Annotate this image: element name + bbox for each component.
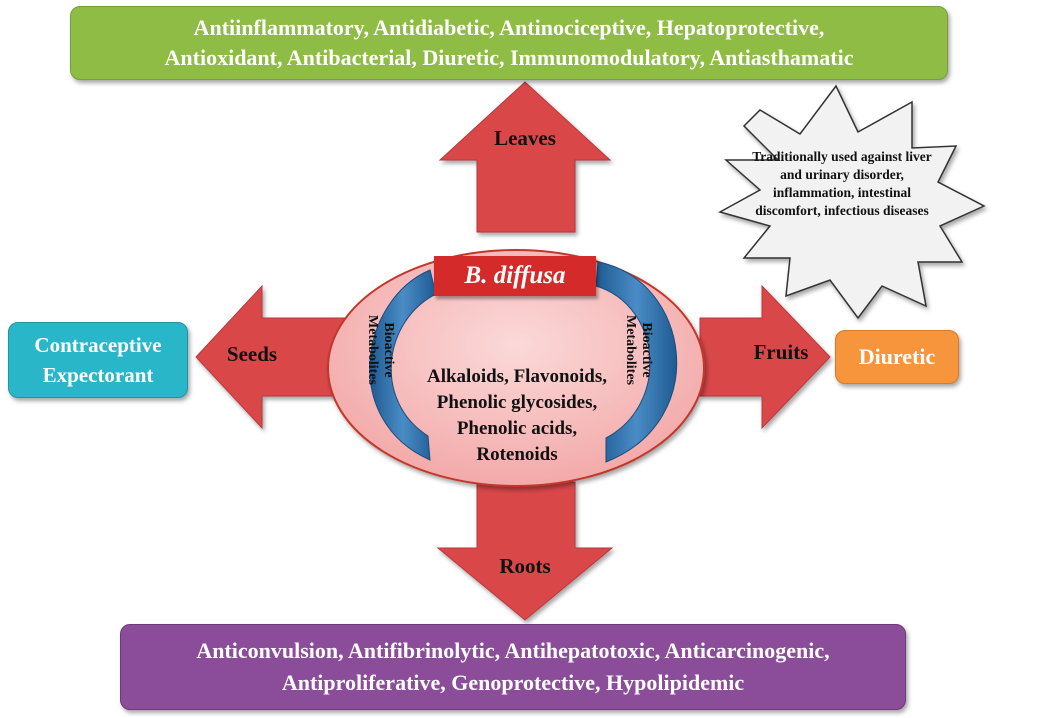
metabolite-line: Alkaloids, Flavonoids, [426,366,608,387]
arrow-label-seeds: Seeds [226,342,278,366]
seeds-activities-line1: Contraceptive [34,333,162,357]
roots-activities-box: Anticonvulsion, Antifibrinolytic, Antihe… [120,624,906,710]
leaves-activities-line2: Antioxidant, Antibacterial, Diuretic, Im… [164,45,854,70]
bioactive-label-left-line1: Bioactive [381,322,396,378]
leaves-activities-box: Antiinflammatory, Antidiabetic, Antinoci… [70,6,948,80]
traditional-use-line: Traditionally used against liver [752,149,932,164]
traditional-use-line: discomfort, infectious diseases [755,203,929,218]
roots-activities-line2: Antiproliferative, Genoprotective, Hypol… [281,670,745,695]
metabolite-line: Rotenoids [476,444,558,465]
center-ellipse [327,249,705,487]
arrow-label-fruits: Fruits [753,340,809,364]
metabolite-line: Phenolic acids, [456,418,578,439]
bioactive-label-right-line1: Bioactive [639,322,654,378]
bioactive-metabolites-label-left: Bioactive Metabolites [364,300,396,400]
bioactive-label-left-line2: Metabolites [365,315,380,385]
seeds-activities-line2: Expectorant [42,363,154,387]
arrow-right-fruits [699,284,831,430]
leaves-activities-line1: Antiinflammatory, Antidiabetic, Antinoci… [193,15,825,40]
traditional-use-line: inflammation, intestinal [772,185,911,200]
traditional-use-line: and urinary disorder, [780,167,904,182]
arrow-up-leaves [438,81,612,233]
traditional-use-text: Traditionally used against liver and uri… [722,148,962,220]
roots-activities-line1: Anticonvulsion, Antifibrinolytic, Antihe… [196,638,830,663]
metabolites-list: Alkaloids, Flavonoids, Phenolic glycosid… [404,364,630,468]
metabolite-line: Phenolic glycosides, [436,392,598,413]
arrow-label-leaves: Leaves [494,126,556,150]
arrow-down-roots [436,481,614,621]
right-metabolite-band [595,261,678,463]
arrow-label-roots: Roots [499,554,551,578]
plant-name-title: B. diffusa [434,256,596,296]
seeds-activities-box: Contraceptive Expectorant [8,322,188,398]
fruits-activities-text: Diuretic [858,344,936,369]
traditional-use-starburst [718,84,986,320]
fruits-activities-box: Diuretic [835,330,959,384]
left-metabolite-band [369,269,437,461]
